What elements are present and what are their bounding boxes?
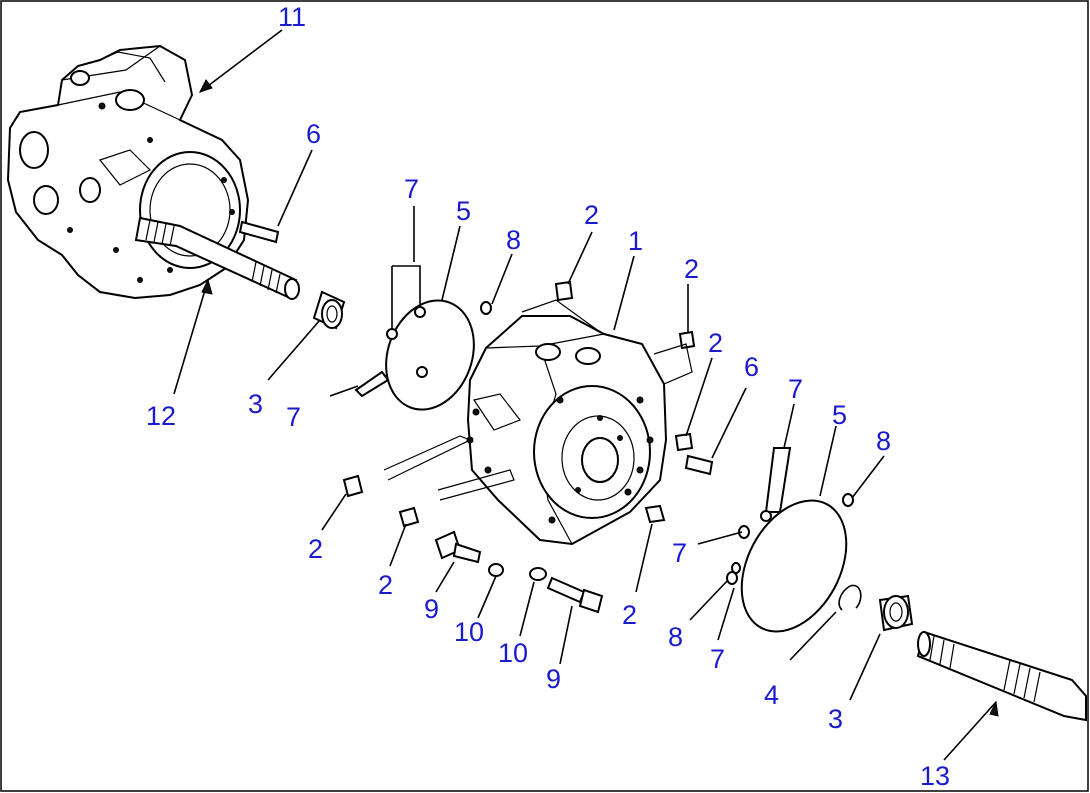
bolt-9-right [546, 576, 604, 614]
callout-9-right: 9 [546, 664, 561, 694]
gasket-5-left [385, 299, 475, 411]
leader-lines [173, 29, 999, 761]
washer-10-right [529, 567, 547, 581]
pin-6-right [684, 454, 714, 476]
plug-2-top [554, 280, 574, 302]
plug-2-right-top [678, 330, 696, 350]
oring-8-right [731, 493, 854, 574]
callout-7-right-mid: 7 [672, 538, 687, 568]
callout-7-left-top: 7 [404, 174, 419, 204]
bolt-9-left [434, 530, 482, 564]
valve-body-1 [466, 315, 668, 546]
plug-2-left-b [398, 506, 420, 528]
callout-5-left: 5 [456, 196, 471, 226]
callout-6-right: 6 [744, 352, 759, 382]
callout-4: 4 [764, 680, 779, 710]
callout-7-right-bottom: 7 [710, 644, 725, 674]
gasket-5-right [740, 499, 848, 633]
callout-6-left: 6 [306, 119, 321, 149]
callout-2-top: 2 [584, 200, 599, 230]
oring-8-left [480, 301, 492, 315]
callout-7-left-bottom: 7 [286, 402, 301, 432]
callout-12: 12 [146, 401, 176, 431]
callout-2-left-b: 2 [378, 570, 393, 600]
callout-2-right-top: 2 [684, 254, 699, 284]
callout-3-right: 3 [828, 704, 843, 734]
callout-9-left: 9 [424, 594, 439, 624]
callout-7-right-top: 7 [788, 374, 803, 404]
callout-10-right: 10 [498, 638, 528, 668]
callout-2-bottom: 2 [622, 600, 637, 630]
callout-8-right: 8 [876, 426, 891, 456]
callout-11: 11 [278, 2, 306, 32]
callout-8-left: 8 [506, 225, 521, 255]
bearing-3-left [312, 290, 346, 330]
pin-6-left [238, 220, 280, 244]
shaft-13 [916, 630, 1087, 722]
callout-2-right-mid: 2 [708, 328, 723, 358]
plug-2-right-mid [674, 432, 694, 452]
callout-2-left-a: 2 [308, 534, 323, 564]
plug-2-bottom [644, 504, 666, 524]
shaft-12 [134, 216, 300, 300]
callout-5-right: 5 [832, 400, 847, 430]
snap-ring-4 [838, 584, 862, 611]
orings-7-left [354, 265, 426, 398]
callout-10-left: 10 [454, 617, 484, 647]
bearing-3-right [878, 594, 914, 632]
callout-13: 13 [920, 761, 950, 791]
washer-10-left [488, 563, 504, 577]
callout-1: 1 [628, 226, 643, 256]
callout-3-left: 3 [248, 389, 263, 419]
callout-8-right-bottom: 8 [668, 622, 683, 652]
plug-2-left-a [342, 474, 364, 498]
